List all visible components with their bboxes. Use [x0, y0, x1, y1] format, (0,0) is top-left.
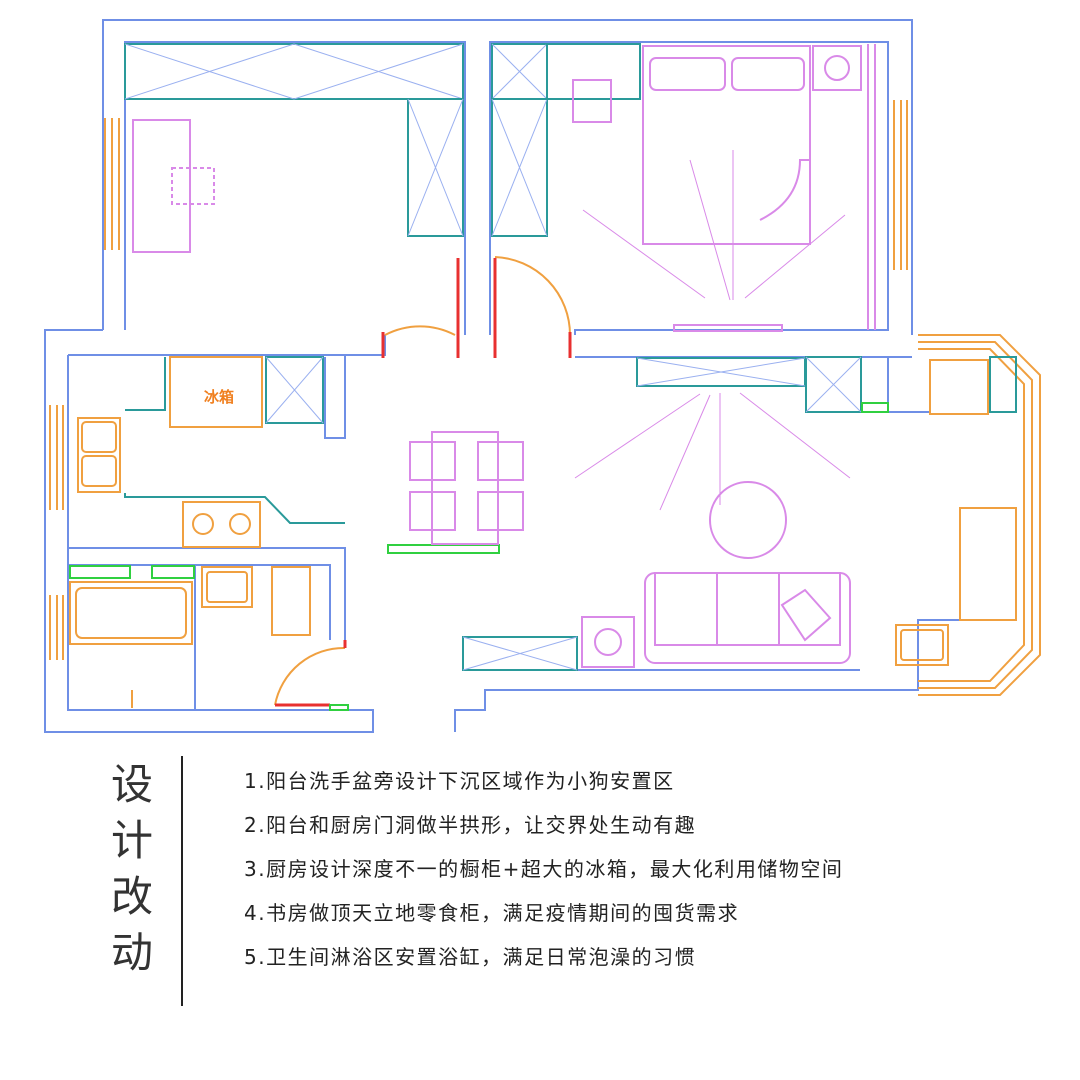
- design-note: 3.厨房设计深度不一的橱柜+超大的冰箱，最大化利用储物空间: [244, 857, 844, 881]
- section-title: 设 计 改 动: [104, 762, 160, 976]
- cabinets: [124, 43, 1017, 671]
- design-note: 1.阳台洗手盆旁设计下沉区域作为小狗安置区: [244, 769, 675, 793]
- design-note: 5.卫生间淋浴区安置浴缸，满足日常泡澡的习惯: [244, 945, 697, 969]
- floor-plan: [44, 19, 1041, 733]
- section-title-char: 改: [110, 872, 153, 921]
- fridge-label: 冰箱: [204, 388, 235, 406]
- fridge: [169, 356, 263, 428]
- furniture: [132, 44, 876, 668]
- divider: [181, 756, 183, 1006]
- section-title-char: 设: [110, 760, 153, 809]
- door-jambs: [275, 258, 572, 707]
- design-note: 2.阳台和厨房门洞做半拱形，让交界处生动有趣: [244, 813, 697, 837]
- windows: [49, 100, 1041, 696]
- design-note: 4.书房做顶天立地零食柜，满足疫情期间的囤货需求: [244, 901, 740, 925]
- fixtures: [69, 256, 989, 708]
- design-notes-list: 1.阳台洗手盆旁设计下沉区域作为小狗安置区 2.阳台和厨房门洞做半拱形，让交界处…: [244, 770, 843, 990]
- section-title-char: 动: [110, 928, 153, 977]
- section-title-char: 计: [110, 816, 153, 865]
